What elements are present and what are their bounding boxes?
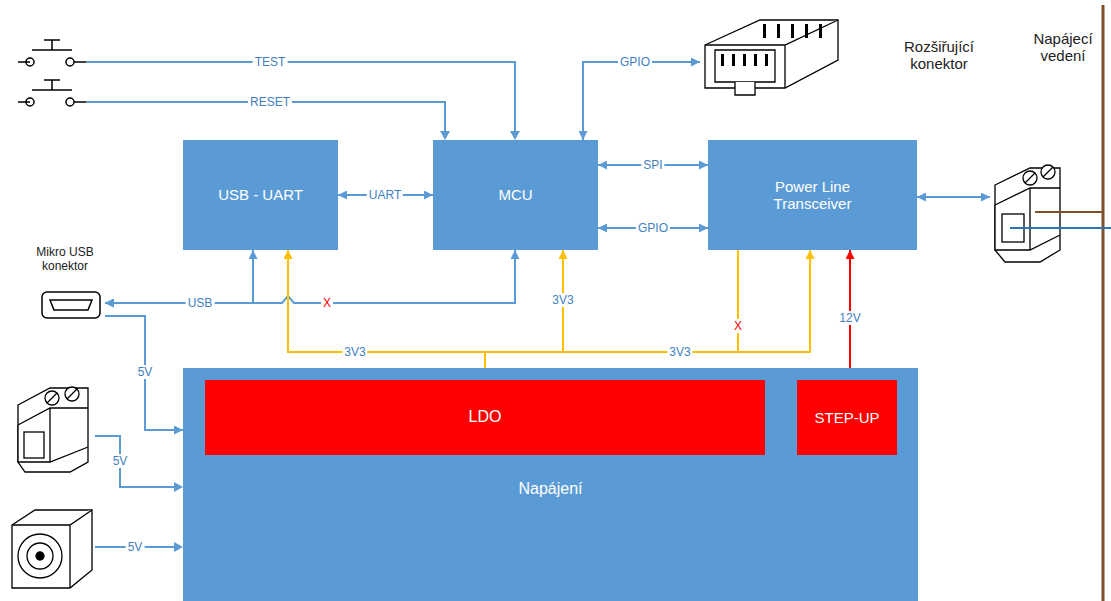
connector xyxy=(105,250,253,303)
header-connector xyxy=(705,20,838,95)
power-line xyxy=(1010,5,1111,601)
signal-name: TEST xyxy=(253,55,288,69)
edge-label: 3V3 xyxy=(550,293,575,307)
process-box: MCU xyxy=(433,140,598,250)
edge-label: 3V3 xyxy=(667,345,692,359)
node-text: USB - UART xyxy=(218,186,303,203)
signal-name: RESET xyxy=(248,95,292,109)
header-pins xyxy=(721,24,822,66)
node-text: Rozšiřující konektor xyxy=(884,38,994,73)
voltage-label: 5V xyxy=(111,454,130,468)
connector xyxy=(485,250,810,380)
process-box: USB - UART xyxy=(183,140,338,250)
connector xyxy=(105,250,515,303)
usb-connector-box: Mikro USB konektor xyxy=(25,246,105,322)
connector xyxy=(485,250,563,380)
node-text: Napájení xyxy=(518,480,582,498)
terminal-block-left xyxy=(18,387,88,472)
edge-label: GPIO xyxy=(618,55,652,69)
not-fitted-mark: X xyxy=(321,296,333,310)
node-text: MCU xyxy=(498,186,532,203)
edge-label: X xyxy=(732,319,744,333)
edge-label: 3V3 xyxy=(342,345,367,359)
connector xyxy=(485,250,738,380)
node-text: Napájecí vedení xyxy=(1028,30,1098,65)
node-text: STEP-UP xyxy=(814,409,879,426)
node-text: LDO xyxy=(469,408,502,426)
edge-label: 5V xyxy=(136,365,155,379)
stepup-box: STEP-UP xyxy=(797,380,897,455)
terminal-block-right xyxy=(995,165,1060,262)
ldo-box: LDO xyxy=(205,380,765,455)
voltage-label: 5V xyxy=(126,540,145,554)
dc-jack xyxy=(12,510,92,588)
connector xyxy=(917,196,990,198)
connector-label-box: Rozšiřující konektor xyxy=(700,15,1000,95)
power-line-box: Napájecí vedení xyxy=(990,30,1098,270)
edge-label: UART xyxy=(367,188,403,202)
edge-label: GPIO xyxy=(636,221,670,235)
node-text: Mikro USB konektor xyxy=(26,246,104,274)
edge-label: 12V xyxy=(837,311,862,325)
edge-label: SPI xyxy=(641,158,664,172)
node-text: Power Line Transceiver xyxy=(738,178,888,213)
connector xyxy=(105,316,183,430)
micro-usb-icon xyxy=(42,292,100,318)
edge-label: USB xyxy=(186,296,215,310)
process-box: Power Line Transceiver xyxy=(708,140,917,250)
push-buttons xyxy=(18,40,86,106)
connector xyxy=(288,250,485,380)
power-block: Napájení LDO STEP-UP xyxy=(183,368,918,601)
connector xyxy=(583,62,700,140)
